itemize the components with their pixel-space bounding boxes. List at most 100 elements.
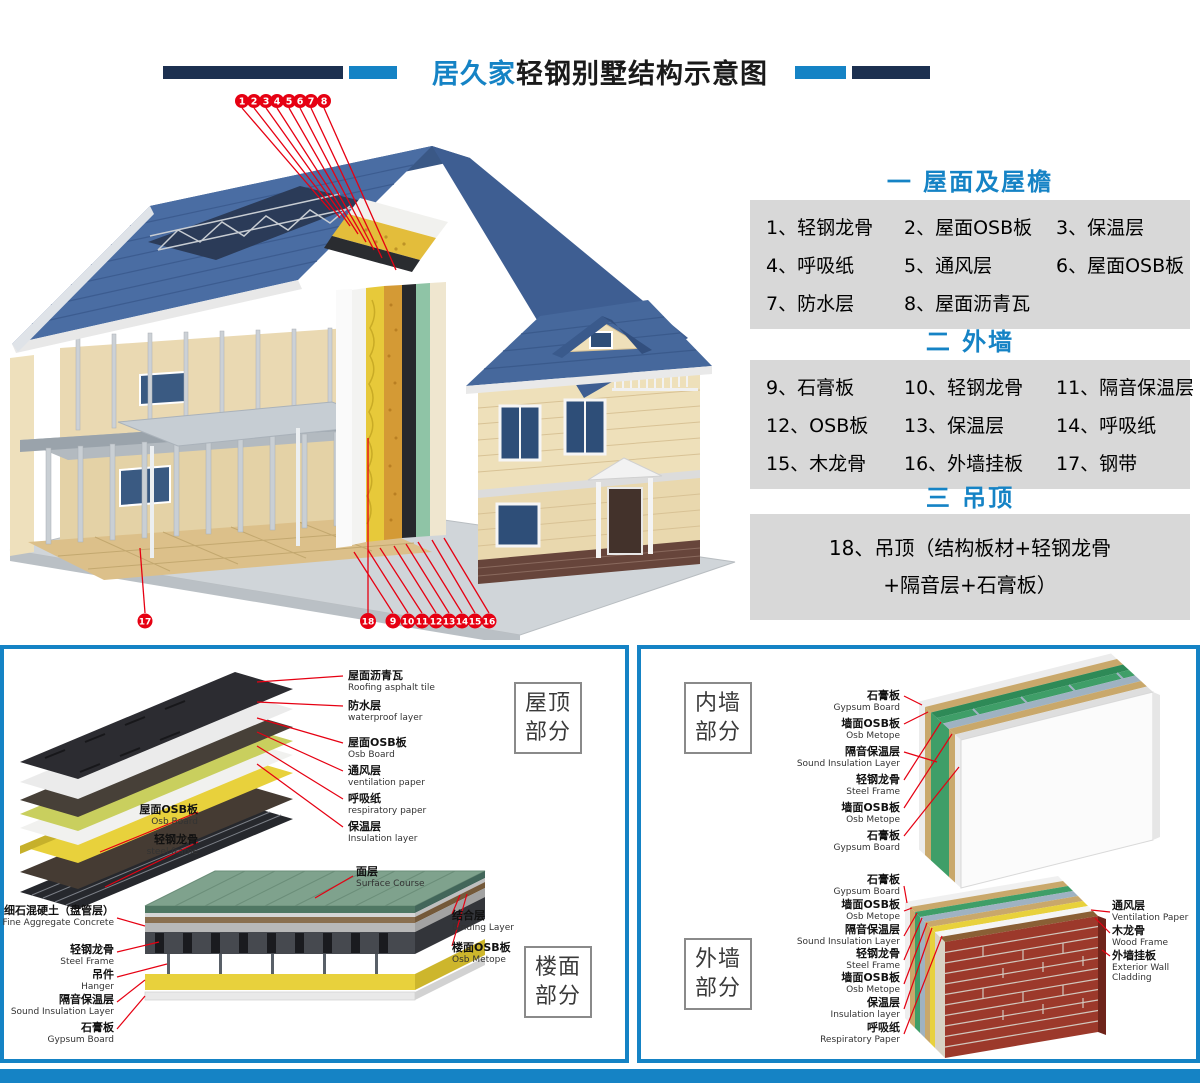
label-floor-surface: 面层 Surface Course xyxy=(356,865,425,889)
brand-name: 居久家 xyxy=(432,59,516,90)
label-outer-insulation: 保温层 Insulation layer xyxy=(778,996,900,1020)
label-en: Wood Frame xyxy=(1112,937,1168,948)
roof-layers xyxy=(20,672,293,909)
label-zh: 屋面OSB板 xyxy=(139,803,198,816)
label-en: Sound Insulation Layer xyxy=(796,936,900,947)
legend-heading-ceiling: 三 吊顶 xyxy=(925,484,1015,512)
label-roof-respiratory: 呼吸纸 respiratory paper xyxy=(348,792,426,816)
label-zh: 隔音保温层 xyxy=(59,993,114,1006)
right-wing xyxy=(477,366,701,584)
legend-item: 14、呼吸纸 xyxy=(1056,415,1157,437)
label-zh: 屋面OSB板 xyxy=(348,736,407,749)
label-zh: 楼面OSB板 xyxy=(452,941,511,954)
label-roof-osb-left: 屋面OSB板 Osb Board xyxy=(58,803,198,827)
label-zh: 防水层 xyxy=(348,699,381,712)
label-en: Steel Frame xyxy=(60,956,114,967)
callout-14: 14 xyxy=(456,618,469,628)
label-zh: 石膏板 xyxy=(867,873,900,886)
legend-item: 16、外墙挂板 xyxy=(904,453,1024,475)
label-zh: 石膏板 xyxy=(867,829,900,842)
label-en: waterproof layer xyxy=(348,712,423,723)
label-en: Gypsum Board xyxy=(833,702,901,713)
inner-wall-layers xyxy=(919,653,1160,889)
badge-line: 部分 xyxy=(535,984,582,1010)
badge-line: 部分 xyxy=(695,976,742,1002)
label-inner-gypsum-2: 石膏板 Gypsum Board xyxy=(775,829,901,853)
label-zh: 屋面沥青瓦 xyxy=(348,669,403,682)
callout-9: 9 xyxy=(390,617,397,628)
label-outer-sound-insulation: 隔音保温层 Sound Insulation Layer xyxy=(778,923,900,947)
outer-wall-leader-lines xyxy=(903,885,1111,1035)
label-roof-asphalt-tile: 屋面沥青瓦 Roofing asphalt tile xyxy=(348,669,435,693)
callout-11: 11 xyxy=(416,618,429,628)
label-zh: 墙面OSB板 xyxy=(841,717,900,730)
label-en: Surface Course xyxy=(356,878,425,889)
label-zh: 石膏板 xyxy=(867,689,900,702)
label-en: Osb Metope xyxy=(846,911,900,922)
label-floor-concrete: 细石混硬土（盘管层） Fine Aggregate Concrete xyxy=(2,904,114,928)
label-zh: 面层 xyxy=(356,865,378,878)
label-inner-sound-insulation: 隔音保温层 Sound Insulation Layer xyxy=(775,745,900,769)
legend-item: 11、隔音保温层 xyxy=(1056,377,1195,399)
label-en: Binding Layer xyxy=(452,922,514,933)
label-zh: 细石混硬土（盘管层） xyxy=(4,904,114,917)
floor-leader-lines xyxy=(116,875,468,1030)
label-roof-osb: 屋面OSB板 Osb Board xyxy=(348,736,407,760)
outer-wall-diagram xyxy=(903,876,1111,1058)
label-en: Sound Insulation Layer xyxy=(796,758,900,769)
title-text: 轻钢别墅结构示意图 xyxy=(516,59,768,90)
label-zh: 轻钢龙骨 xyxy=(856,947,900,960)
callout-7: 7 xyxy=(308,97,315,108)
label-outer-ventilation: 通风层 Ventilation Paper xyxy=(1112,899,1188,923)
roof xyxy=(12,146,712,398)
label-zh: 隔音保温层 xyxy=(845,923,900,936)
label-en: Respiratory Paper xyxy=(820,1034,900,1045)
label-en: Gypsum Board xyxy=(47,1034,115,1045)
callout-16: 16 xyxy=(483,618,496,628)
label-zh: 木龙骨 xyxy=(1112,924,1145,937)
label-en: Osb Board xyxy=(348,749,395,760)
header-deco-bar-left-blue xyxy=(349,66,397,79)
callout-6: 6 xyxy=(297,97,304,108)
label-floor-gypsum: 石膏板 Gypsum Board xyxy=(2,1021,115,1045)
label-en: Insulation layer xyxy=(830,1009,900,1020)
label-en: Roofing asphalt tile xyxy=(348,682,435,693)
label-zh: 轻钢龙骨 xyxy=(154,833,198,846)
page-title: 居久家轻钢别墅结构示意图 xyxy=(0,52,1200,91)
label-en: Gypsum Board xyxy=(833,842,901,853)
label-zh: 墙面OSB板 xyxy=(841,801,900,814)
callout-15: 15 xyxy=(469,618,482,628)
label-en: Osb Metope xyxy=(846,814,900,825)
callout-5: 5 xyxy=(286,97,293,108)
roof-leader-lines xyxy=(99,675,344,888)
label-inner-osb-1: 墙面OSB板 Osb Metope xyxy=(775,717,900,741)
label-en: Hanger xyxy=(81,981,114,992)
label-roof-waterproof: 防水层 waterproof layer xyxy=(348,699,423,723)
callout-2: 2 xyxy=(251,97,258,108)
legend-heading-roof: 一 屋面及屋檐 xyxy=(886,168,1054,196)
legend-item: 13、保温层 xyxy=(904,415,1005,437)
label-roof-insulation: 保温层 Insulation layer xyxy=(348,820,418,844)
callout-1: 1 xyxy=(239,97,246,108)
label-zh: 墙面OSB板 xyxy=(841,971,900,984)
label-floor-osb-metope: 楼面OSB板 Osb Metope xyxy=(452,941,511,965)
label-en: Steel Frame xyxy=(846,786,900,797)
label-outer-osb-1: 墙面OSB板 Osb Metope xyxy=(778,898,900,922)
legend-item: 7、防水层 xyxy=(766,293,855,315)
legend-wall-box: 9、石膏板 10、轻钢龙骨 11、隔音保温层 12、OSB板 13、保温层 14… xyxy=(750,360,1194,489)
badge-floor-section: 楼面 部分 xyxy=(524,946,593,1019)
label-outer-osb-2: 墙面OSB板 Osb Metope xyxy=(778,971,900,995)
label-zh: 墙面OSB板 xyxy=(841,898,900,911)
label-en: Insulation layer xyxy=(348,833,418,844)
legend-ceiling-box: 18、吊顶（结构板材+轻钢龙骨 +隔音层+石膏板） xyxy=(750,514,1190,620)
label-en: Gypsum Board xyxy=(833,886,901,897)
legend-item: 10、轻钢龙骨 xyxy=(904,377,1024,399)
label-zh: 保温层 xyxy=(867,996,900,1009)
header-deco-bar-right-blue xyxy=(795,66,846,79)
callout-10: 10 xyxy=(402,618,415,628)
label-zh: 轻钢龙骨 xyxy=(70,943,114,956)
label-roof-steel-frame: 轻钢龙骨 steel frame xyxy=(58,833,198,857)
badge-line: 楼面 xyxy=(535,955,582,980)
label-zh: 通风层 xyxy=(1112,899,1145,912)
callout-3: 3 xyxy=(263,97,270,108)
